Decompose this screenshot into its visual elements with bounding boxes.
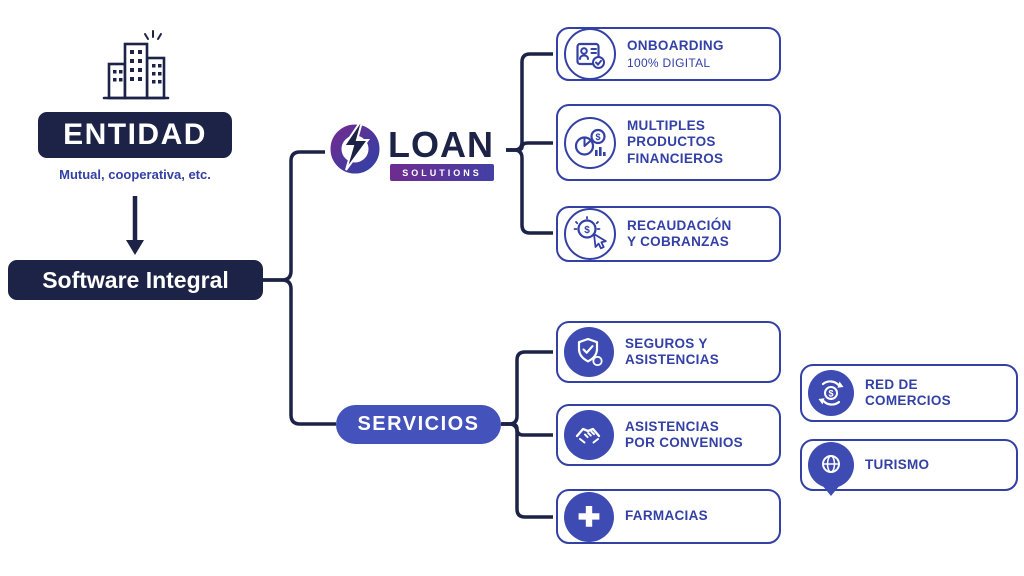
pharmacy-cross-icon — [564, 491, 614, 542]
feature-title: RED DE COMERCIOS — [865, 376, 951, 408]
entity-pill: ENTIDAD — [38, 112, 232, 158]
servicios-pill: SERVICIOS — [336, 405, 501, 444]
servicio-item-farmacias: FARMACIAS — [556, 489, 781, 544]
loan-item-recaudacion: $ RECAUDACIÓN Y COBRANZAS — [556, 206, 781, 262]
feature-title: SEGUROS Y ASISTENCIAS — [625, 335, 720, 367]
entity-subtitle: Mutual, cooperativa, etc. — [59, 167, 211, 182]
servicio-item-convenios: ASISTENCIAS POR CONVENIOS — [556, 404, 781, 466]
feature-title: FARMACIAS — [625, 508, 708, 524]
commerce-network-icon: $ — [808, 370, 854, 416]
shield-check-icon — [564, 327, 614, 377]
tourism-pin-icon — [808, 442, 854, 488]
servicio-item-seguros: SEGUROS Y ASISTENCIAS — [556, 321, 781, 383]
feature-title: MULTIPLES PRODUCTOS FINANCIEROS — [627, 118, 724, 166]
servicios-label: SERVICIOS — [357, 413, 480, 435]
loan-logo: LOAN SOLUTIONS — [326, 118, 506, 186]
svg-text:$: $ — [584, 225, 590, 236]
feature-title: ONBOARDING — [627, 37, 724, 53]
software-integral-label: Software Integral — [42, 266, 229, 293]
extra-item-turismo: TURISMO — [800, 439, 1018, 491]
handshake-icon — [564, 410, 614, 460]
arrowhead-icon — [126, 240, 144, 255]
loan-item-onboarding: ONBOARDING 100% DIGITAL — [556, 27, 781, 81]
loan-item-productos: $ MULTIPLES PRODUCTOS FINANCIEROS — [556, 104, 781, 181]
feature-subtitle: 100% DIGITAL — [627, 56, 711, 71]
feature-title: RECAUDACIÓN Y COBRANZAS — [627, 217, 732, 249]
id-card-check-icon — [564, 28, 616, 80]
extra-item-red-comercios: $ RED DE COMERCIOS — [800, 364, 1018, 422]
svg-text:$: $ — [595, 132, 600, 142]
loan-brand-text: LOAN — [388, 124, 494, 165]
feature-title: TURISMO — [865, 456, 930, 472]
loan-tagline: SOLUTIONS — [390, 164, 494, 181]
entity-title: ENTIDAD — [63, 118, 207, 151]
svg-text:$: $ — [828, 389, 833, 399]
finance-chart-icon: $ — [564, 116, 616, 169]
bolt-ring-icon — [330, 118, 380, 174]
feature-title: ASISTENCIAS POR CONVENIOS — [625, 418, 743, 450]
software-integral-pill: Software Integral — [8, 260, 263, 300]
buildings-icon — [102, 30, 170, 100]
coin-click-icon: $ — [564, 208, 616, 260]
